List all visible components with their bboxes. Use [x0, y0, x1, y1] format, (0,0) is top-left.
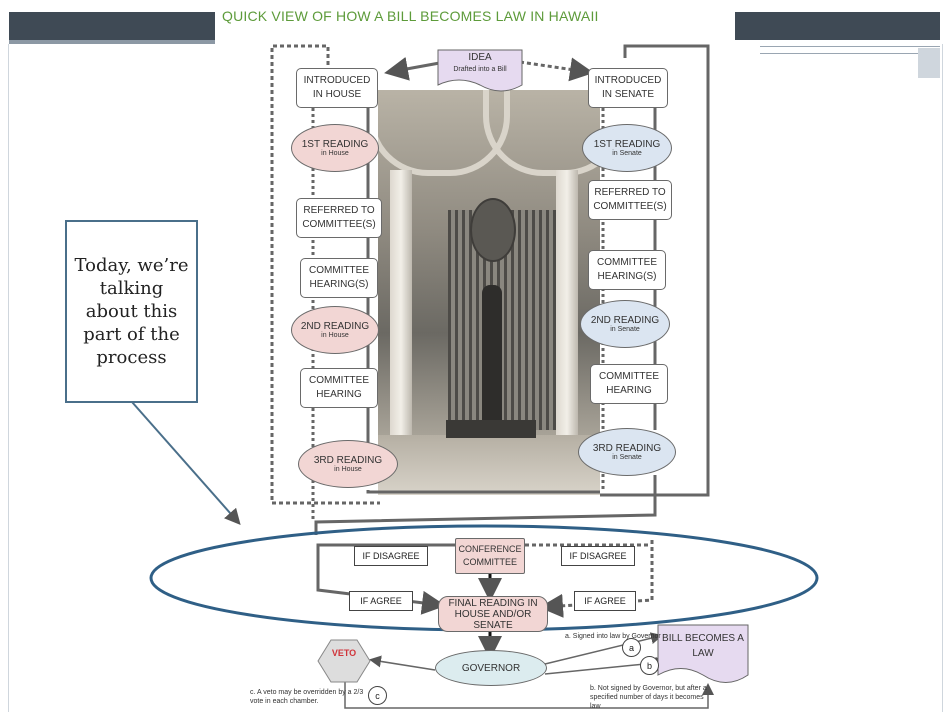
- senate-reading-3-sub: in Senate: [612, 454, 642, 461]
- house-hearing: COMMITTEE HEARING: [300, 368, 378, 408]
- note-a: a. Signed into law by Governor: [565, 633, 661, 640]
- house-referred: REFERRED TO COMMITTEE(S): [296, 198, 382, 238]
- law-label: BILL BECOMES A LAW: [662, 633, 744, 659]
- house-reading-2: 2ND READING in House: [291, 306, 379, 354]
- law-shape: [657, 624, 749, 683]
- house-reading-1: 1ST READING in House: [291, 124, 379, 172]
- header-bar-left-accent: [9, 40, 215, 44]
- if-agree-left: IF AGREE: [349, 591, 413, 611]
- slide-title: QUICK VIEW OF HOW A BILL BECOMES LAW IN …: [222, 8, 599, 24]
- final-reading-label: FINAL READING IN HOUSE AND/OR SENATE: [448, 597, 538, 631]
- marker-a: a: [622, 638, 641, 657]
- veto-hexagon: [317, 639, 371, 683]
- senate-reading-2: 2ND READING in Senate: [580, 300, 670, 348]
- governor-label: GOVERNOR: [461, 662, 521, 674]
- idea-subtitle: Drafted into a Bill: [453, 66, 507, 73]
- header-bar-right-lines: [760, 46, 940, 54]
- senate-reading-1-sub: in Senate: [612, 150, 642, 157]
- house-hearings: COMMITTEE HEARING(S): [300, 258, 378, 298]
- senate-reading-1: 1ST READING in Senate: [582, 124, 672, 172]
- senate-reading-2-label: 2ND READING: [590, 315, 660, 326]
- veto-label: VETO: [331, 648, 357, 658]
- photo-statue: [482, 285, 502, 435]
- arrow-idea-senate: [519, 57, 594, 82]
- senate-introduced: INTRODUCED IN SENATE: [588, 68, 668, 108]
- photo-column-left: [390, 170, 412, 470]
- slide-frame: [8, 44, 943, 712]
- photo-column-right: [556, 170, 578, 470]
- senate-reading-3-label: 3RD READING: [592, 443, 662, 454]
- house-reading-3: 3RD READING in House: [298, 440, 398, 488]
- marker-c: c: [368, 686, 387, 705]
- conference-committee: CONFERENCE COMMITTEE: [455, 538, 525, 574]
- callout-text: Today, we’re talking about this part of …: [74, 255, 189, 368]
- header-bar-left: [9, 12, 215, 40]
- house-reading-2-label: 2ND READING: [300, 321, 370, 332]
- corner-accent: [918, 48, 940, 78]
- arrow-idea-house: [384, 56, 446, 81]
- veto-override-path: [344, 680, 714, 709]
- photo-floor: [378, 435, 600, 495]
- callout-pointer: [131, 401, 241, 525]
- note-b: b. Not signed by Governor, but after a s…: [590, 685, 707, 711]
- house-reading-1-sub: in House: [321, 150, 349, 157]
- idea-title: IDEA: [468, 52, 492, 63]
- agree-right-dotted: [539, 540, 654, 618]
- photo-statue-base: [446, 420, 536, 438]
- callout-box: Today, we’re talking about this part of …: [65, 220, 198, 403]
- if-disagree-left: IF DISAGREE: [354, 546, 428, 566]
- capitol-photo: [378, 90, 600, 495]
- final-reading: FINAL READING IN HOUSE AND/OR SENATE: [438, 596, 548, 632]
- house-reading-3-sub: in House: [334, 466, 362, 473]
- senate-referred: REFERRED TO COMMITTEE(S): [588, 180, 672, 220]
- right-outer-loop: [600, 44, 710, 497]
- senate-hearing: COMMITTEE HEARING: [590, 364, 668, 404]
- governor-to-veto: [369, 655, 436, 671]
- house-reading-1-label: 1ST READING: [301, 139, 369, 150]
- if-disagree-right: IF DISAGREE: [561, 546, 635, 566]
- photo-arch-right: [483, 90, 600, 176]
- to-conference-line: [314, 475, 657, 535]
- senate-reading-1-label: 1ST READING: [593, 139, 661, 150]
- left-outer-loop: [270, 44, 380, 505]
- if-agree-right: IF AGREE: [574, 591, 636, 611]
- photo-seal: [470, 198, 516, 262]
- idea-shape: [437, 49, 523, 92]
- senate-reading-3: 3RD READING in Senate: [578, 428, 676, 476]
- house-introduced: INTRODUCED IN HOUSE: [296, 68, 378, 108]
- house-reading-3-label: 3RD READING: [313, 455, 383, 466]
- house-reading-2-sub: in House: [321, 332, 349, 339]
- header-bar-right: [735, 12, 940, 40]
- house-to-senate-line: [366, 490, 600, 494]
- governor-node: GOVERNOR: [435, 650, 547, 686]
- marker-b: b: [640, 656, 659, 675]
- note-c: c. A veto may be overridden by a 2/3 vot…: [250, 689, 364, 706]
- governor-to-law-a: [544, 632, 663, 665]
- senate-hearings: COMMITTEE HEARING(S): [588, 250, 666, 290]
- senate-reading-2-sub: in Senate: [610, 326, 640, 333]
